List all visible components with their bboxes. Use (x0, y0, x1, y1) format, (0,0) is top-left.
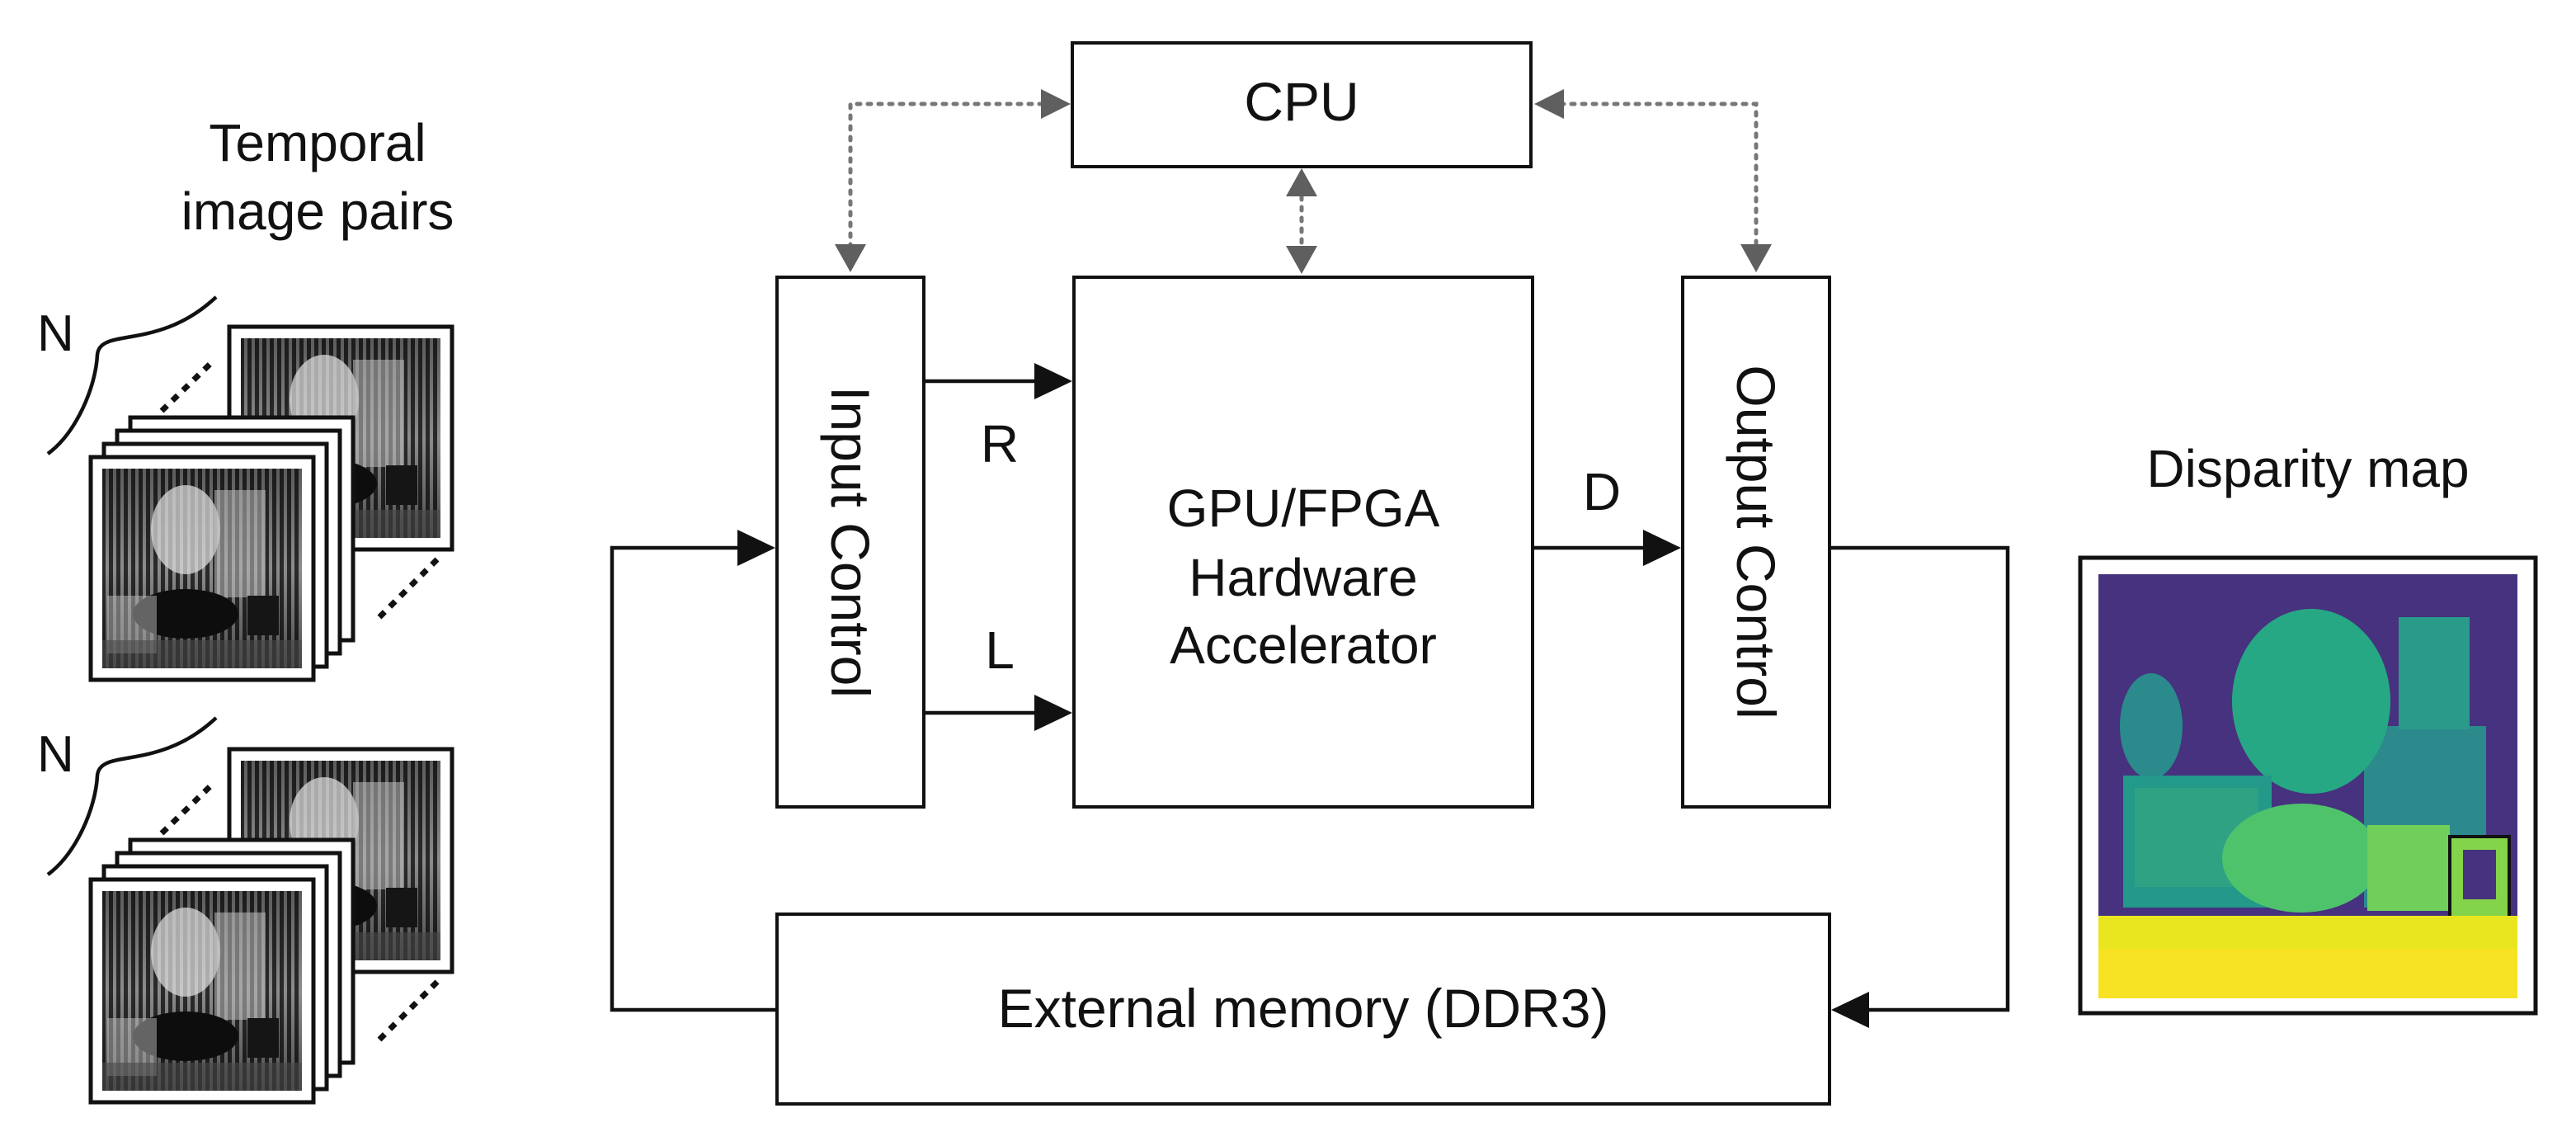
left-panel-title-line2: image pairs (181, 182, 454, 241)
input-control-block (775, 276, 925, 809)
left-signal-label: L (985, 620, 1015, 680)
right-signal-label: R (981, 414, 1019, 474)
output-to-memory-flow (1830, 545, 2010, 1028)
disparity-map-title: Disparity map (2146, 439, 2469, 498)
cpu-output-control-link (1534, 89, 1772, 272)
cpu-input-control-link (835, 89, 1071, 272)
cpu-label: CPU (1244, 71, 1359, 132)
output-control-label: Output Control (1726, 365, 1787, 719)
cpu-block (1071, 41, 1533, 168)
output-control-block (1681, 276, 1831, 809)
stack-ellipsis-bottom-1 (377, 555, 441, 620)
stack-brace-2 (46, 716, 218, 876)
stack-ellipsis-bottom-2 (377, 978, 441, 1042)
stack-ellipsis-top-1 (159, 359, 215, 413)
accelerator-label-line1: GPU/FPGA (1167, 479, 1440, 538)
external-memory-label: External memory (DDR3) (998, 978, 1609, 1039)
stack-ellipsis-top-2 (159, 781, 215, 836)
left-image-flow (924, 695, 1072, 731)
disparity-flow (1533, 530, 1681, 566)
right-image-flow (924, 363, 1072, 399)
accelerator-block (1072, 276, 1534, 809)
memory-to-input-flow (610, 530, 777, 1012)
stack-count-label-1: N (37, 305, 74, 362)
left-panel-title-line1: Temporal (209, 113, 426, 172)
image-pair-stack-2: N (37, 716, 452, 1102)
disparity-map-image (2078, 555, 2538, 1016)
external-memory-block (775, 913, 1831, 1106)
cpu-accelerator-link (1286, 168, 1317, 274)
stack-brace-1 (46, 295, 218, 455)
input-control-label: Input Control (820, 386, 881, 698)
disparity-signal-label: D (1583, 462, 1621, 521)
accelerator-label-line2: Hardware (1189, 548, 1417, 607)
image-pair-stack-1: N (37, 295, 452, 680)
accelerator-label-line3: Accelerator (1170, 615, 1437, 675)
stack-count-label-2: N (37, 726, 74, 783)
